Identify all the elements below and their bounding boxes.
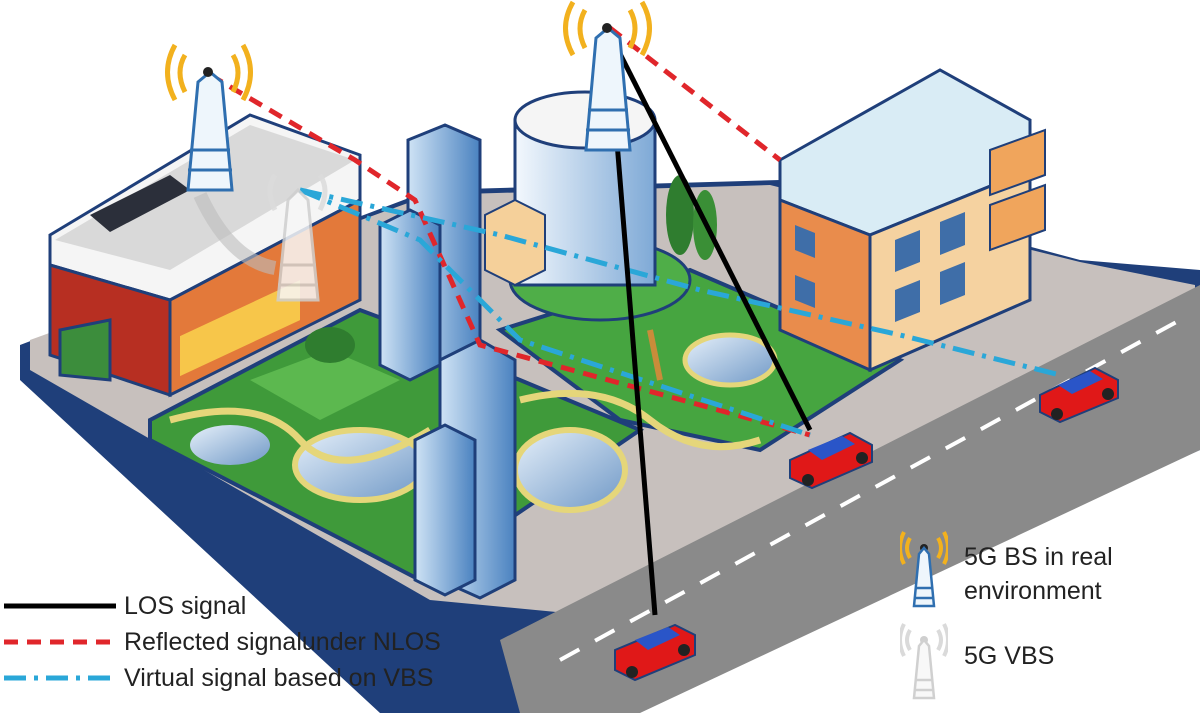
virtual-antenna-icon	[900, 623, 948, 700]
antenna-tower-icon	[900, 531, 948, 608]
legend-bs-line1: 5G BS in real	[964, 543, 1113, 571]
reflected-signal-lines	[208, 26, 811, 438]
legend-reflected-label: Reflected signalunder NLOS	[124, 628, 441, 656]
glass-tower-front	[413, 338, 517, 600]
antenna-tower-icon	[165, 43, 253, 192]
apartment-building	[778, 68, 1046, 373]
car-icon	[789, 431, 873, 490]
legend-vbs-label: 5G VBS	[964, 642, 1055, 670]
antenna-legend: 5G BS in real environment 5G VBS	[900, 530, 1200, 710]
pond-right	[512, 427, 628, 513]
antenna-tower-icon	[563, 0, 652, 152]
los-line-sample	[4, 603, 116, 609]
legend-bs-line2: environment	[964, 577, 1102, 605]
virtual-line-sample	[4, 675, 116, 681]
legend-virtual-label: Virtual signal based on VBS	[124, 664, 434, 692]
line-legend: LOS signal Reflected signalunder NLOS Vi…	[4, 588, 524, 696]
legend-reflected: Reflected signalunder NLOS	[4, 624, 524, 660]
reflected-line-sample	[4, 639, 116, 645]
legend-los: LOS signal	[4, 588, 524, 624]
legend-bs-label: 5G BS in real environment	[964, 540, 1194, 608]
legend-virtual: Virtual signal based on VBS	[4, 660, 524, 696]
virtual-antenna-icon	[193, 173, 328, 302]
virtual-signal-lines	[299, 187, 1061, 438]
car-icon	[1039, 366, 1119, 424]
round-tower	[484, 90, 692, 322]
road	[500, 285, 1200, 713]
car-icon	[614, 623, 696, 682]
legend-los-label: LOS signal	[124, 592, 247, 620]
pond-top	[682, 332, 778, 388]
